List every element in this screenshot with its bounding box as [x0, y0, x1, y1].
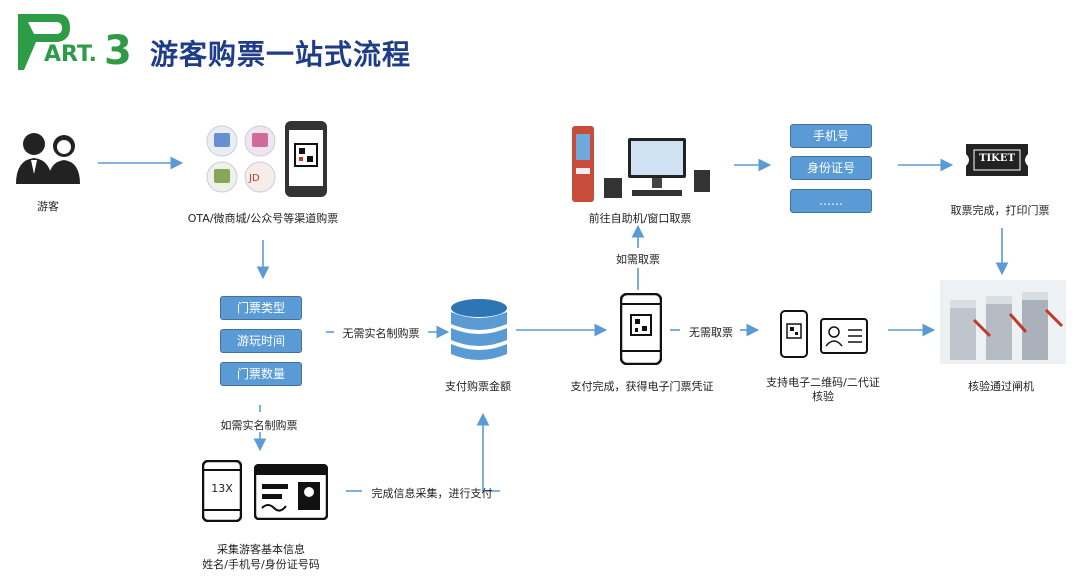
- field-ticket-type: 门票类型: [220, 296, 302, 320]
- phone-number-text: 13X: [211, 482, 233, 495]
- collect-done-label: 完成信息采集，进行支付: [371, 487, 493, 500]
- no-realname-label: 无需实名制购票: [342, 327, 420, 340]
- visitor-label: 游客: [37, 200, 59, 213]
- pay-done-label: 支付完成，获得电子门票凭证: [570, 380, 714, 393]
- realname-label: 如需实名制购票: [220, 419, 298, 432]
- visitor-icon: [16, 133, 80, 184]
- field-play-time: 游玩时间: [220, 329, 302, 353]
- need-pick-label: 如需取票: [616, 253, 660, 266]
- kiosk-label: 前往自助机/窗口取票: [588, 212, 692, 225]
- pay-label: 支付购票金额: [445, 380, 511, 393]
- part-p-icon: [18, 14, 70, 70]
- option-id-number: 身份证号: [790, 156, 872, 180]
- part-number: 3: [104, 28, 132, 74]
- verify-label-2: 核验: [812, 390, 834, 403]
- ticket-word: TIKET: [979, 153, 1015, 164]
- channel-app-icons: JD: [202, 125, 282, 195]
- field-ticket-count: 门票数量: [220, 362, 302, 386]
- database-icon: [451, 299, 507, 360]
- e-ticket-phone-icon: [620, 293, 662, 365]
- verify-id-card-icon: [820, 318, 868, 354]
- kiosk-icon: [572, 126, 710, 202]
- gate-label: 核验通过闸机: [968, 380, 1034, 393]
- option-phone: 手机号: [790, 124, 872, 148]
- no-pick-label: 无需取票: [689, 326, 733, 339]
- phone-qr-icon: [285, 121, 327, 197]
- ticket-icon: TIKET: [962, 138, 1032, 182]
- svg-text:JD: JD: [248, 173, 260, 184]
- part-logo: [14, 10, 134, 76]
- channels-label: OTA/微商城/公众号等渠道购票: [187, 212, 339, 225]
- verify-phone-icon: [780, 310, 808, 358]
- page-title: 游客购票一站式流程: [150, 38, 412, 71]
- id-card-icon: [254, 464, 328, 520]
- collect-label-1: 采集游客基本信息: [217, 543, 305, 556]
- part-art-text: ART.: [44, 42, 98, 67]
- option-more: ……: [790, 189, 872, 213]
- collect-label-2: 姓名/手机号/身份证号码: [202, 558, 320, 571]
- phone-number-icon: [202, 460, 242, 522]
- turnstile-gate-icon: [940, 280, 1066, 364]
- verify-label-1: 支持电子二维码/二代证: [766, 376, 880, 389]
- ticket-done-label: 取票完成，打印门票: [950, 204, 1050, 217]
